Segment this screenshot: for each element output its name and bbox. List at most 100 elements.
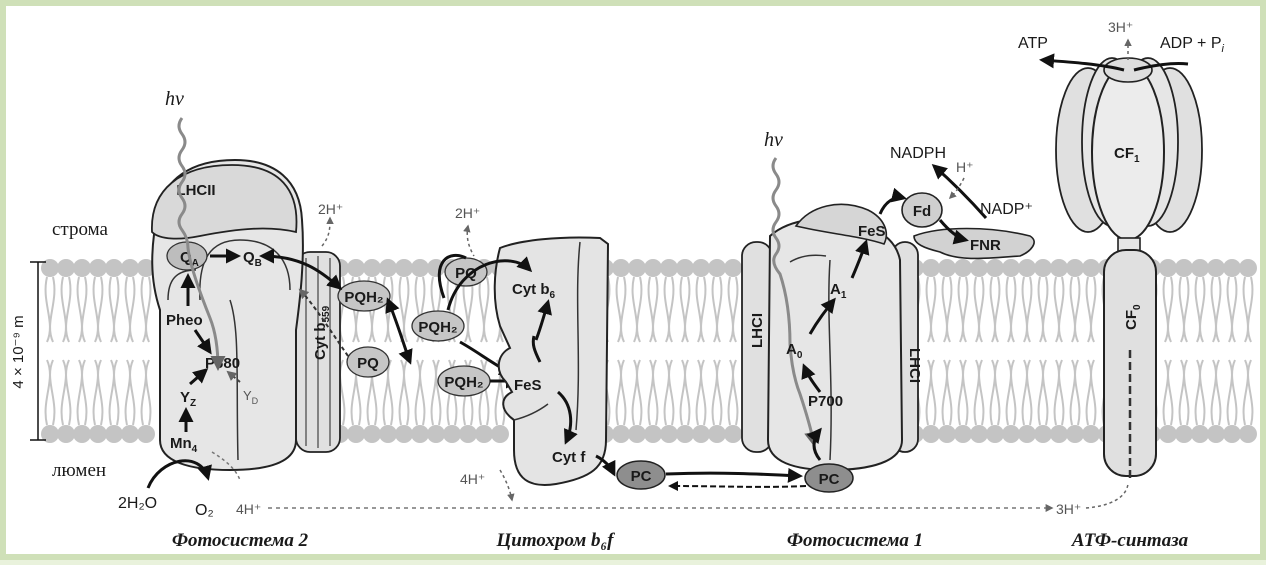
lipid-head	[628, 425, 646, 443]
lipid-head	[411, 259, 429, 277]
pq-label-1: PQ	[357, 355, 379, 372]
lipid-head	[724, 259, 742, 277]
lipid-head	[379, 259, 397, 277]
caption-ps2: Фотосистема 2	[172, 530, 309, 551]
fes-b6f-label: FeS	[514, 377, 542, 394]
lipid-head	[491, 425, 509, 443]
lipid-head	[1239, 425, 1257, 443]
b6f-2h-label: 2H⁺	[455, 205, 480, 221]
atp-3h-lumen-label: 3H⁺	[1056, 501, 1081, 517]
lipid-head	[1018, 259, 1036, 277]
lipid-head	[1066, 259, 1084, 277]
lipid-head	[986, 259, 1004, 277]
lipid-head	[676, 425, 694, 443]
thickness-label: 4 × 10⁻⁹ m	[10, 315, 27, 388]
lipid-head	[986, 425, 1004, 443]
lipid-head	[347, 425, 365, 443]
atp-label: ATP	[1018, 35, 1048, 52]
lipid-head	[1223, 425, 1241, 443]
lipid-head	[137, 425, 155, 443]
lipid-head	[1207, 425, 1225, 443]
ps2-4h-label: 4H⁺	[236, 501, 261, 517]
lipid-head	[411, 425, 429, 443]
lipid-head	[1034, 425, 1052, 443]
lipid-head	[427, 425, 445, 443]
caption-ps1: Фотосистема 1	[787, 530, 923, 551]
lipid-head	[922, 259, 940, 277]
lipid-head	[676, 259, 694, 277]
lipid-head	[1050, 425, 1068, 443]
lipid-head	[395, 259, 413, 277]
lipid-head	[1159, 425, 1177, 443]
lipid-head	[347, 259, 365, 277]
lipid-head	[363, 259, 381, 277]
lipid-head	[89, 425, 107, 443]
lipid-head	[692, 259, 710, 277]
water-label: 2H₂O	[118, 495, 157, 512]
lipid-head	[121, 425, 139, 443]
lipid-head	[73, 259, 91, 277]
lipid-head	[644, 425, 662, 443]
lipid-head	[1239, 259, 1257, 277]
nadp-label: NADP⁺	[980, 201, 1033, 218]
fnr-label: FNR	[970, 237, 1001, 254]
lipid-head	[922, 425, 940, 443]
lipid-head	[1223, 259, 1241, 277]
pc-label-1: PC	[631, 468, 652, 485]
lipid-head	[1175, 259, 1193, 277]
lipid-head	[1082, 425, 1100, 443]
lipid-head	[954, 259, 972, 277]
lipid-head	[660, 259, 678, 277]
pqh2-label-1: PQH₂	[344, 289, 383, 306]
lipid-head	[1191, 259, 1209, 277]
lipid-head	[1175, 425, 1193, 443]
lipid-head	[724, 425, 742, 443]
lipid-head	[692, 425, 710, 443]
lipid-head	[57, 259, 75, 277]
lipid-head	[1082, 259, 1100, 277]
lipid-head	[121, 259, 139, 277]
pheo-label: Pheo	[166, 312, 203, 329]
lipid-head	[644, 259, 662, 277]
lipid-head	[938, 259, 956, 277]
lipid-head	[443, 425, 461, 443]
lipid-head	[708, 425, 726, 443]
lipid-head	[628, 259, 646, 277]
b6f-4h-label: 4H⁺	[460, 471, 485, 487]
lipid-head	[105, 259, 123, 277]
stroma-label: строма	[52, 219, 109, 240]
pqh2-label-2: PQH₂	[418, 319, 457, 336]
lipid-head	[708, 259, 726, 277]
lipid-head	[954, 425, 972, 443]
lipid-head	[660, 425, 678, 443]
lipid-head	[1066, 425, 1084, 443]
lipid-head	[970, 425, 988, 443]
p680-label: P680	[205, 355, 240, 372]
pqh2-label-3: PQH₂	[444, 374, 483, 391]
fes-ps1-label: FeS	[858, 223, 886, 240]
lipid-head	[379, 425, 397, 443]
lipid-head	[1159, 259, 1177, 277]
lhci-left-label: LHCI	[749, 313, 766, 348]
lipid-head	[1034, 259, 1052, 277]
lipid-head	[459, 425, 477, 443]
ps1-hv-label: hν	[764, 129, 783, 151]
lipid-head	[73, 425, 91, 443]
p700-label: P700	[808, 393, 843, 410]
lipid-head	[1191, 425, 1209, 443]
cyt-f-label: Cyt f	[552, 449, 586, 466]
caption-cytb6f: Цитохром b₆f	[496, 530, 616, 551]
atp-3h-top-label: 3H⁺	[1108, 19, 1133, 35]
ps2-2h-label: 2H⁺	[318, 201, 343, 217]
lipid-head	[89, 259, 107, 277]
lipid-head	[1002, 425, 1020, 443]
nadph-label: NADPH	[890, 145, 946, 162]
caption-atp-synthase: АТФ-синтаза	[1071, 530, 1189, 551]
lipid-head	[1050, 259, 1068, 277]
lhci-right-label: LHCI	[906, 348, 923, 383]
fd-label: Fd	[913, 203, 931, 220]
lipid-head	[612, 259, 630, 277]
ps1-h-label: H⁺	[956, 159, 974, 175]
